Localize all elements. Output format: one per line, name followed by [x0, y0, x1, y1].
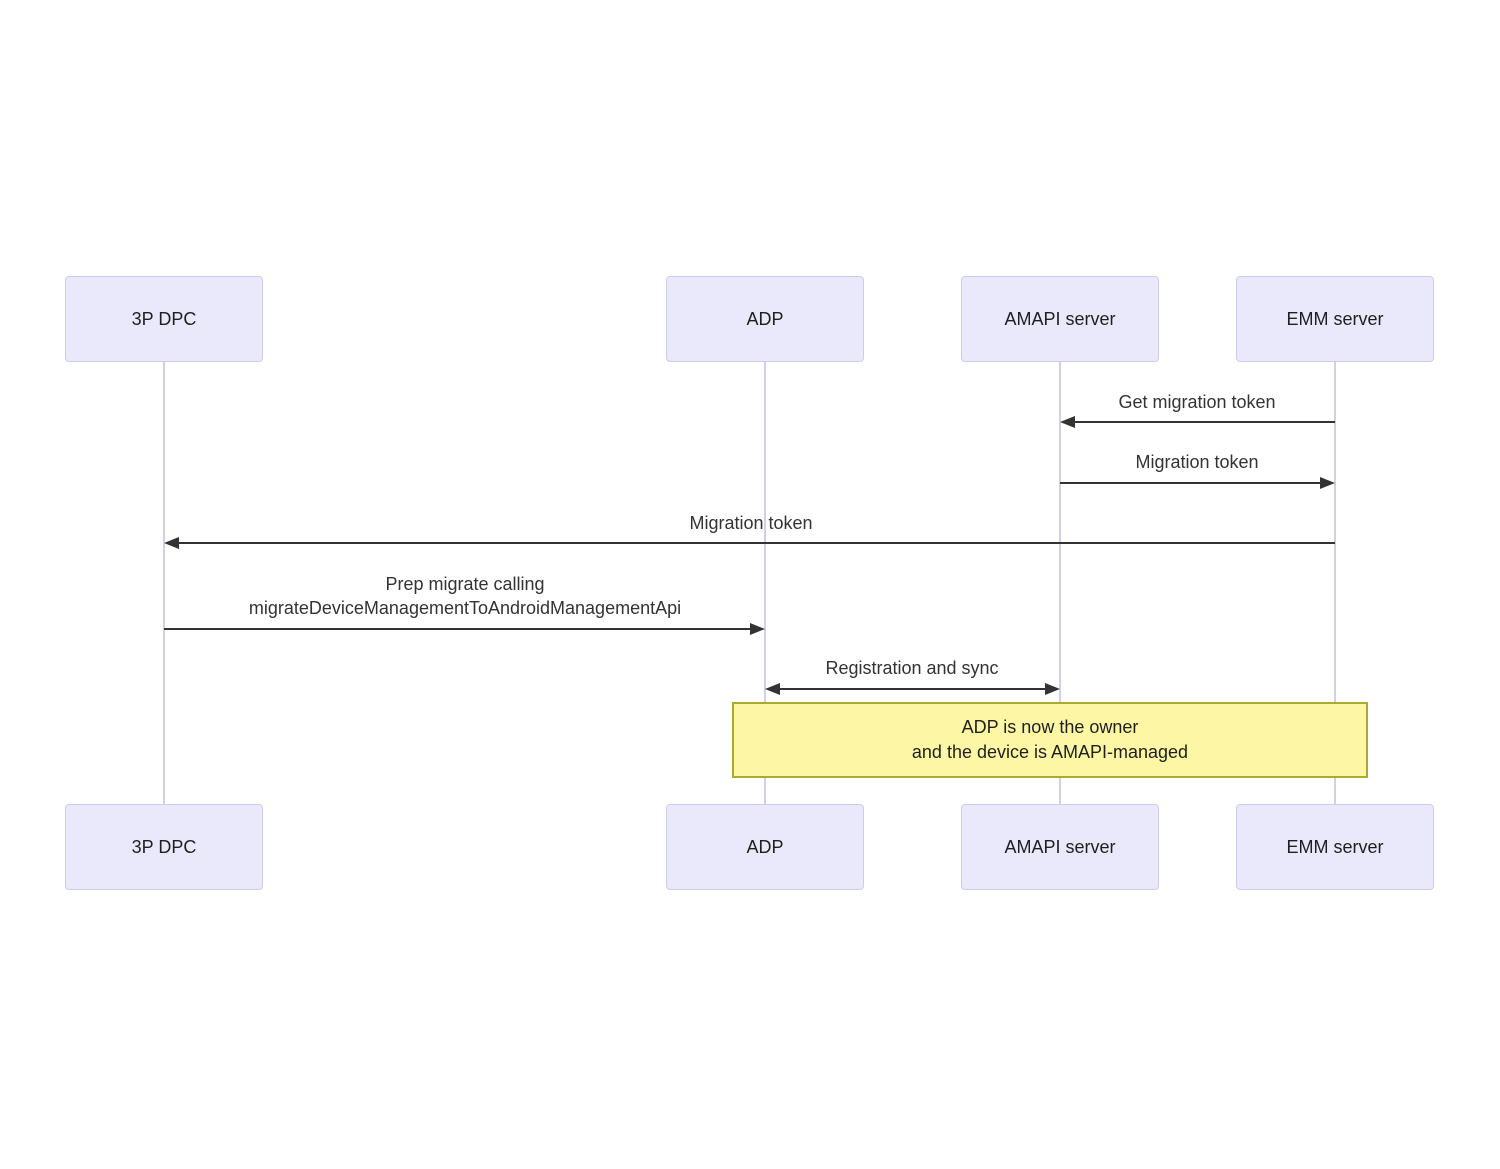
- note-adp-owner: ADP is now the owner and the device is A…: [732, 702, 1368, 778]
- message-label: Migration token: [1135, 452, 1259, 472]
- arrowhead-left-icon: [164, 537, 179, 549]
- message-line: [178, 542, 1335, 544]
- actor-label: ADP: [746, 836, 784, 857]
- actor-label: EMM server: [1286, 308, 1384, 329]
- lifeline-amapi-server: [1059, 362, 1061, 805]
- note-line1: ADP is now the owner: [961, 717, 1139, 737]
- note-line2: and the device is AMAPI-managed: [911, 742, 1189, 762]
- actor-bottom-3p-dpc: 3P DPC: [65, 804, 263, 890]
- actor-label: AMAPI server: [1004, 836, 1116, 857]
- lifeline-emm-server: [1334, 362, 1336, 805]
- arrowhead-left-icon: [1060, 416, 1075, 428]
- actor-label: AMAPI server: [1004, 308, 1116, 329]
- actor-top-emm-server: EMM server: [1236, 276, 1434, 362]
- message-line: [164, 628, 751, 630]
- message-label: Prep migrate calling migrateDeviceManage…: [249, 572, 681, 620]
- message-label-line2: migrateDeviceManagementToAndroidManageme…: [248, 598, 682, 618]
- message-line: [1060, 482, 1321, 484]
- actor-top-3p-dpc: 3P DPC: [65, 276, 263, 362]
- actor-label: 3P DPC: [131, 836, 197, 857]
- actor-top-amapi-server: AMAPI server: [961, 276, 1159, 362]
- message-label: Migration token: [689, 513, 813, 533]
- arrowhead-right-icon: [750, 623, 765, 635]
- message-label-line1: Prep migrate calling: [385, 574, 545, 594]
- arrowhead-right-icon: [1045, 683, 1060, 695]
- actor-bottom-adp: ADP: [666, 804, 864, 890]
- lifeline-adp: [764, 362, 766, 805]
- actor-label: EMM server: [1286, 836, 1384, 857]
- actor-bottom-emm-server: EMM server: [1236, 804, 1434, 890]
- lifeline-3p-dpc: [163, 362, 165, 805]
- message-line: [1074, 421, 1335, 423]
- actor-label: 3P DPC: [131, 308, 197, 329]
- arrowhead-right-icon: [1320, 477, 1335, 489]
- arrowhead-left-icon: [765, 683, 780, 695]
- message-label: Registration and sync: [825, 658, 999, 678]
- message-label: Get migration token: [1118, 392, 1276, 412]
- message-line: [779, 688, 1046, 690]
- actor-label: ADP: [746, 308, 784, 329]
- actor-bottom-amapi-server: AMAPI server: [961, 804, 1159, 890]
- actor-top-adp: ADP: [666, 276, 864, 362]
